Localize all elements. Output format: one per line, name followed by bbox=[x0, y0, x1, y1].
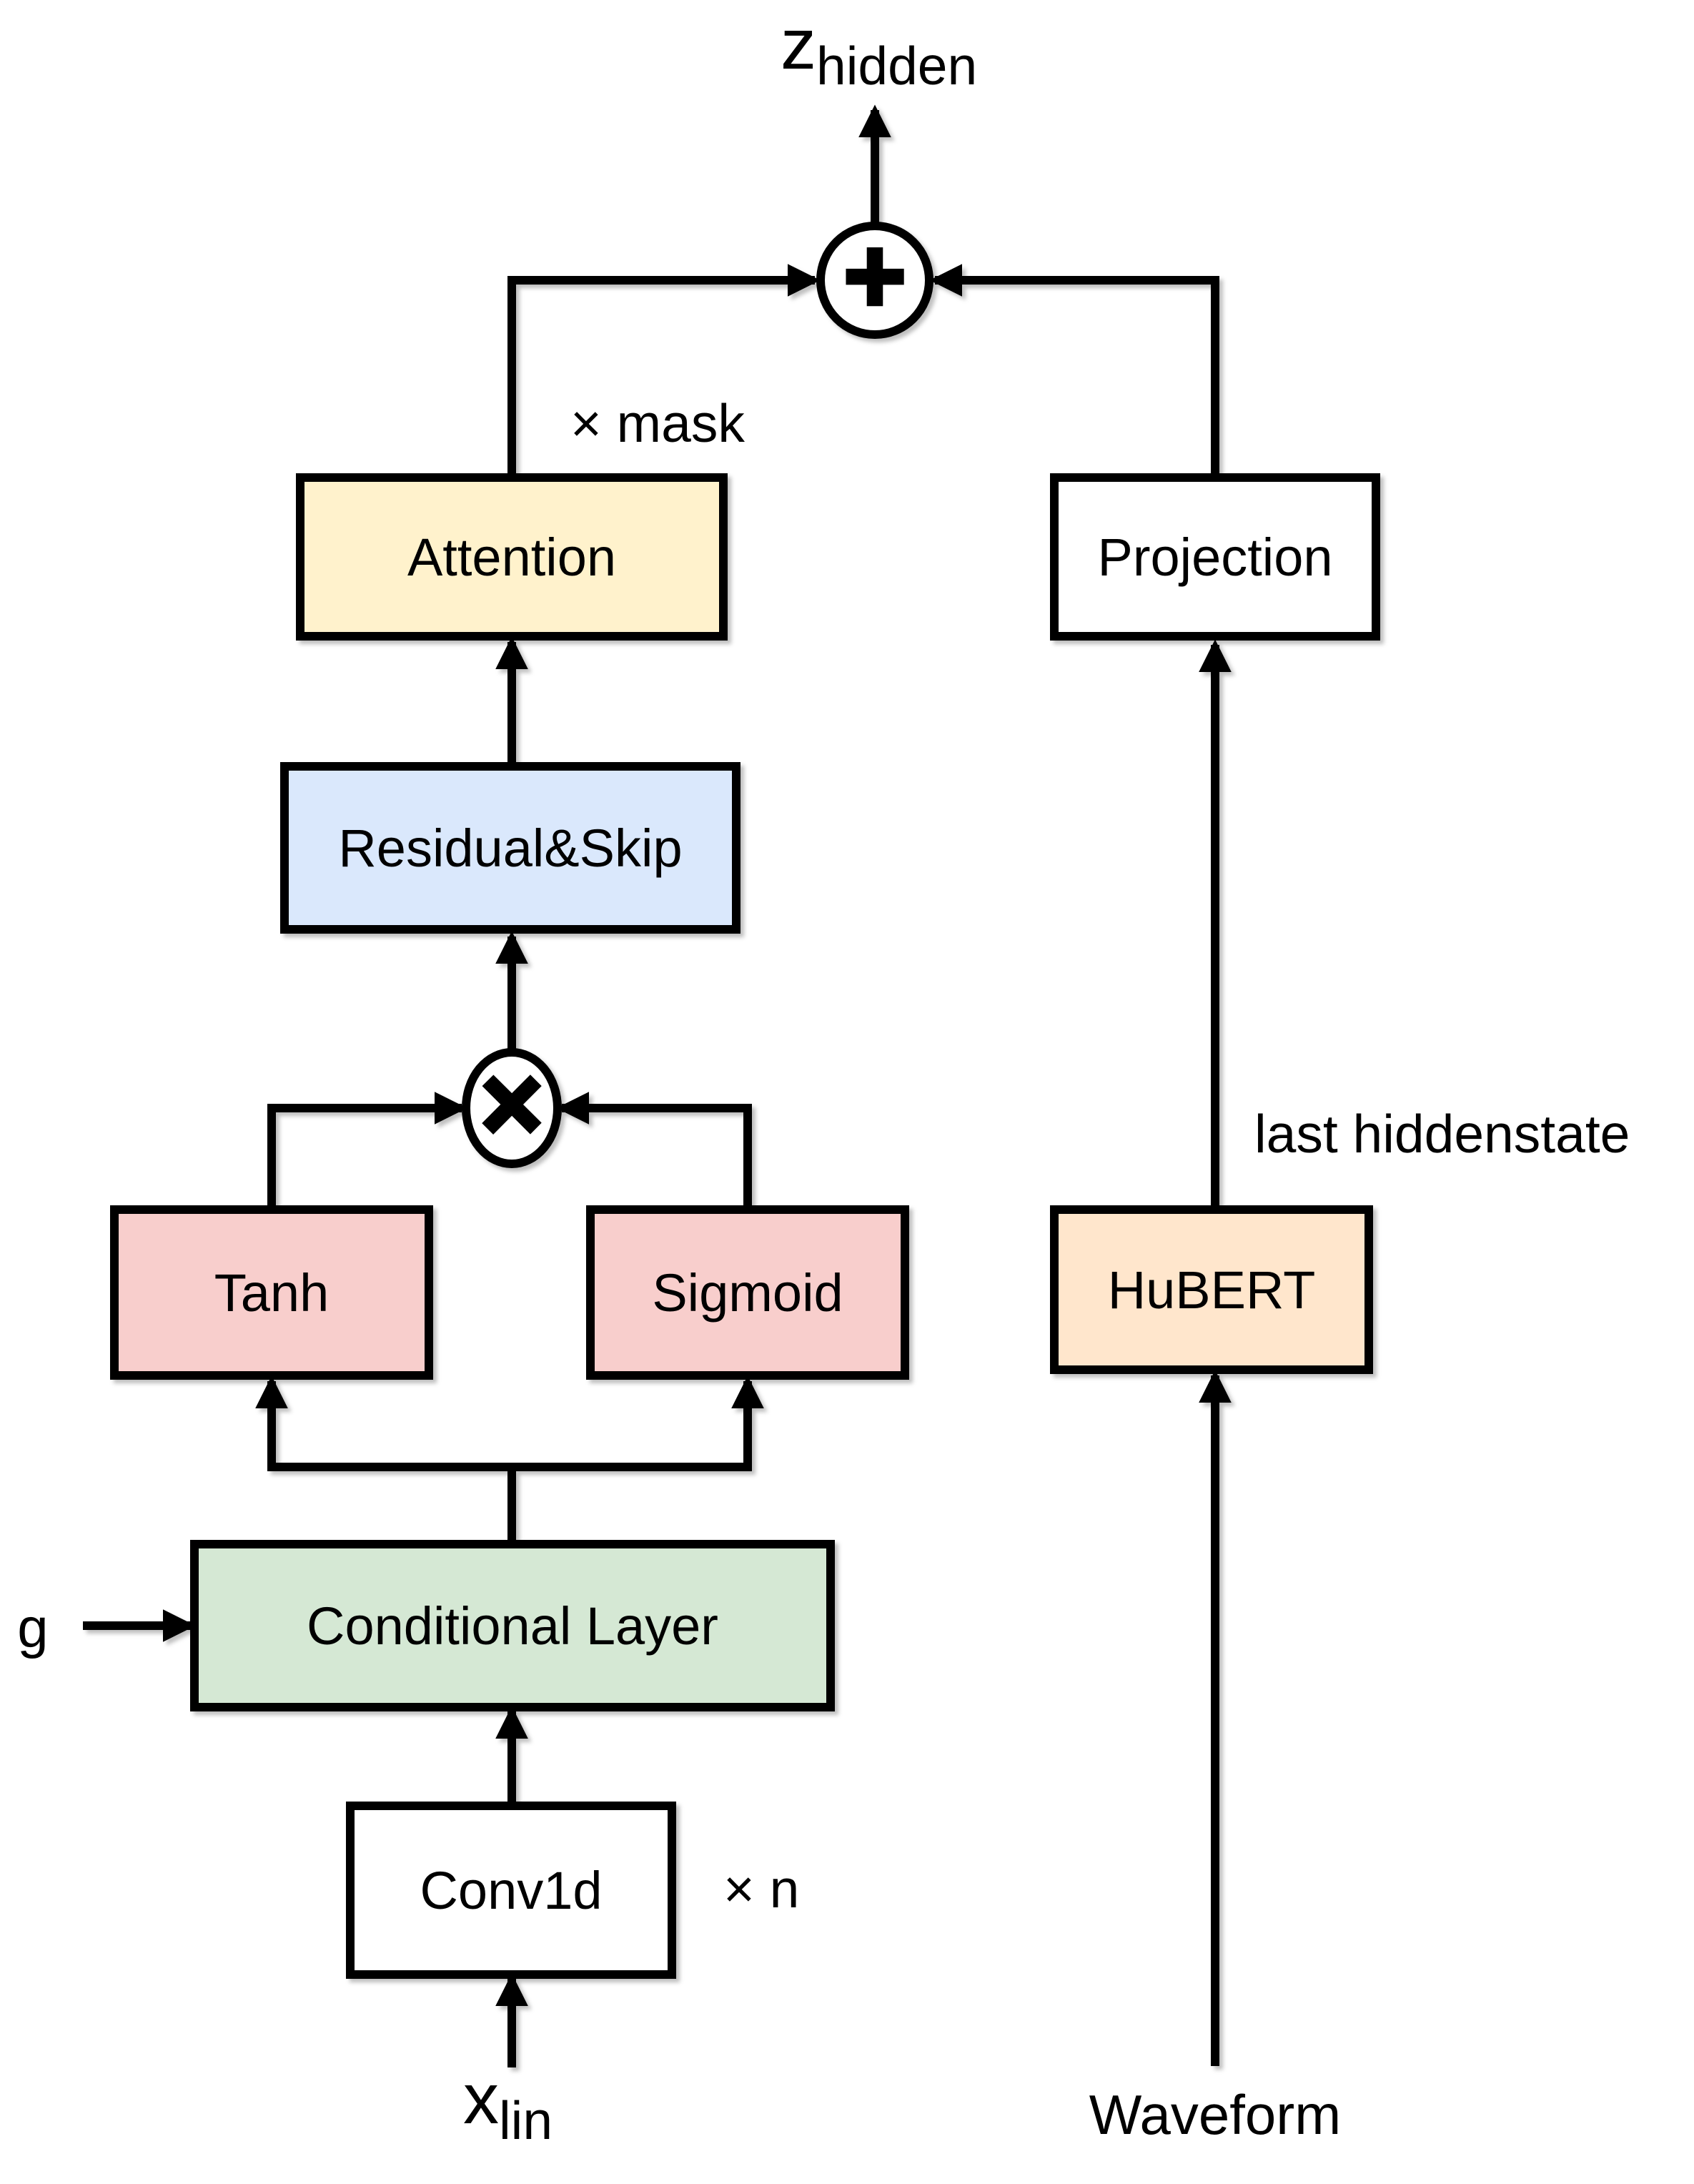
arrow-attention-to-sum bbox=[507, 264, 821, 478]
product-circle bbox=[462, 1048, 562, 1168]
residual-skip-node: Residual&Skip bbox=[280, 762, 740, 934]
attention-box bbox=[296, 473, 728, 641]
tanh-label: Tanh bbox=[214, 1263, 329, 1323]
residual-skip-box bbox=[280, 762, 740, 934]
hubert-node: HuBERT bbox=[1050, 1205, 1373, 1374]
arrow-sigmoid-to-product bbox=[556, 1092, 752, 1210]
hubert-label: HuBERT bbox=[1108, 1260, 1316, 1320]
projection-box bbox=[1050, 473, 1380, 641]
arrow-tanh-to-product bbox=[267, 1092, 467, 1210]
sigmoid-label: Sigmoid bbox=[652, 1263, 843, 1323]
product-operator: × bbox=[462, 1041, 562, 1168]
projection-node: Projection bbox=[1050, 473, 1380, 641]
conditional-layer-node: Conditional Layer bbox=[190, 1540, 835, 1711]
sum-circle bbox=[816, 222, 933, 339]
x-lin-input-label: xlin bbox=[463, 2059, 553, 2150]
mask-annotation: × mask bbox=[570, 393, 745, 453]
sigmoid-box bbox=[586, 1205, 909, 1380]
x-base: x bbox=[463, 2059, 499, 2139]
projection-label: Projection bbox=[1097, 528, 1332, 587]
tanh-box bbox=[110, 1205, 433, 1380]
last-hiddenstate-annotation: last hiddenstate bbox=[1254, 1104, 1630, 1164]
z-subscript: hidden bbox=[816, 36, 977, 96]
sigmoid-node: Sigmoid bbox=[586, 1205, 909, 1380]
multiply-icon: × bbox=[480, 1043, 543, 1163]
z-base: z bbox=[781, 4, 816, 84]
x-subscript: lin bbox=[499, 2090, 553, 2150]
waveform-input-label: Waveform bbox=[1089, 2083, 1342, 2146]
conditional-layer-label: Conditional Layer bbox=[307, 1596, 718, 1656]
attention-label: Attention bbox=[407, 528, 616, 587]
attention-node: Attention bbox=[296, 473, 728, 641]
sum-operator: + bbox=[816, 213, 933, 339]
plus-icon: + bbox=[843, 215, 906, 335]
conv1d-node: Conv1d bbox=[346, 1802, 676, 1979]
hubert-box bbox=[1050, 1205, 1373, 1374]
repeat-n-annotation: × n bbox=[723, 1859, 799, 1919]
conv1d-box bbox=[346, 1802, 676, 1979]
tanh-node: Tanh bbox=[110, 1205, 433, 1380]
residual-skip-label: Residual&Skip bbox=[338, 819, 682, 878]
conditional-layer-box bbox=[190, 1540, 835, 1711]
arrow-projection-to-sum bbox=[929, 264, 1219, 478]
conv1d-label: Conv1d bbox=[420, 1861, 602, 1920]
z-hidden-output-label: zhidden bbox=[781, 4, 977, 96]
g-input-label: g bbox=[17, 1596, 48, 1659]
